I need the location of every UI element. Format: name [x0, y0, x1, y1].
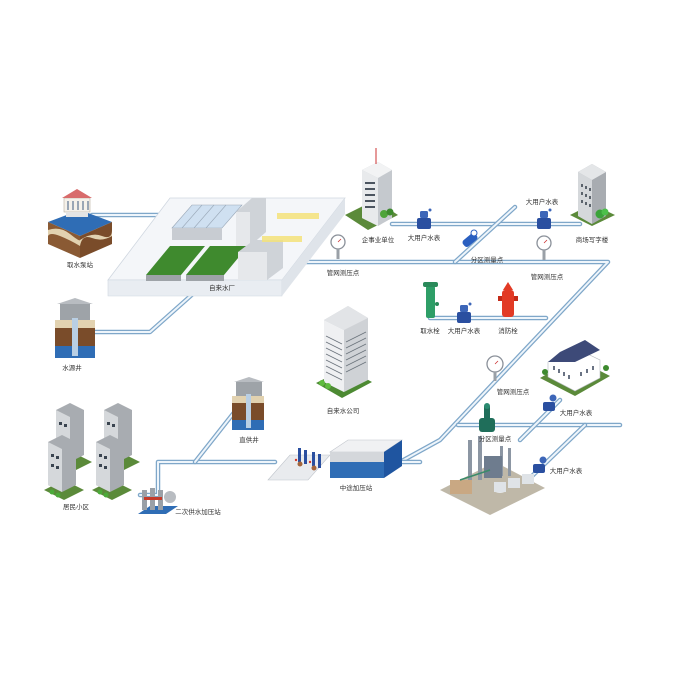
tower-building-icon — [570, 164, 615, 226]
pipe-well-to-plant — [77, 289, 198, 335]
residential-community[interactable]: 居民小区 — [44, 403, 140, 511]
pressure-gauge-icon — [536, 235, 552, 260]
water-company-label: 自来水公司 — [327, 406, 360, 415]
water-treatment-plant-icon — [107, 197, 346, 297]
zone-point-label: 分区测量点 — [471, 255, 504, 264]
direct-well-label: 直供井 — [239, 435, 259, 444]
zone-point-label: 分区测量点 — [479, 434, 512, 443]
large-user-meter-2[interactable]: 大用户水表 — [526, 197, 559, 229]
commercial-label: 商场写字楼 — [576, 235, 609, 244]
pump-unit-icon — [138, 488, 178, 514]
flow-meter-icon — [462, 229, 478, 247]
meter-label: 大用户水表 — [560, 408, 593, 417]
residential-label: 居民小区 — [63, 502, 90, 511]
fire-hydrant-icon — [498, 282, 518, 317]
pressure-gauge-icon — [486, 355, 504, 381]
water-meter-icon — [533, 456, 547, 473]
pressure-point-label: 管网测压点 — [531, 272, 564, 281]
intake-pump-station-label: 取水泵站 — [67, 260, 94, 269]
commercial-building[interactable]: 商场写字楼 — [570, 164, 615, 244]
booster-station-label: 中途加压站 — [340, 483, 373, 492]
large-user-meter-1[interactable]: 大用户水表 — [408, 208, 441, 243]
large-user-meter-4[interactable]: 大用户水表 — [543, 394, 593, 418]
pressure-gauge-icon — [330, 234, 346, 259]
pipe-main-trunk — [287, 259, 611, 465]
intake-pump-station[interactable]: 取水泵站 — [48, 189, 112, 269]
large-user-meter-5[interactable]: 大用户水表 — [533, 456, 583, 476]
zone-measure-point-1[interactable]: 分区测量点 — [461, 229, 504, 264]
pump-station-icon — [48, 189, 112, 258]
pressure-point-label: 管网测压点 — [497, 387, 530, 396]
office-building-icon — [345, 148, 398, 230]
campus-building-icon — [540, 340, 610, 396]
residential-buildings-icon — [44, 403, 140, 500]
intake-hydrant[interactable]: 取水栓 — [420, 282, 440, 335]
water-company[interactable]: 自来水公司 — [316, 306, 372, 415]
well-icon — [232, 377, 264, 430]
pressure-point-3[interactable]: 管网测压点 — [486, 355, 530, 396]
intake-hydrant-label: 取水栓 — [420, 326, 440, 335]
zone-measure-point-2[interactable]: 分区测量点 — [479, 403, 512, 443]
pressure-point-label: 管网测压点 — [327, 268, 360, 277]
source-well-label: 水源井 — [62, 363, 82, 372]
secondary-supply-label: 二次供水加压站 — [175, 507, 221, 516]
pipe-diagonal-branch — [452, 204, 518, 265]
water-meter-icon — [537, 208, 552, 229]
factory[interactable] — [440, 436, 545, 515]
campus-building[interactable] — [540, 340, 610, 396]
highrise-building-icon — [316, 306, 372, 398]
booster-station[interactable]: 中途加压站 — [267, 439, 403, 492]
pipe-network — [77, 204, 623, 498]
enterprise-label: 企事业单位 — [362, 235, 395, 244]
meter-label: 大用户水表 — [448, 326, 481, 335]
intake-hydrant-icon — [423, 282, 439, 318]
well-icon — [55, 298, 95, 358]
direct-supply-well[interactable]: 直供井 — [232, 377, 264, 444]
source-well[interactable]: 水源井 — [55, 298, 95, 372]
water-treatment-plant[interactable]: 自来水厂 — [107, 197, 346, 297]
large-user-meter-3[interactable]: 大用户水表 — [448, 302, 481, 336]
flow-meter-icon — [479, 403, 495, 432]
water-meter-icon — [417, 208, 432, 229]
water-meter-icon — [457, 302, 472, 323]
pipe-booster-to-residential — [137, 459, 278, 498]
fire-hydrant[interactable]: 消防栓 — [498, 282, 518, 335]
water-meter-icon — [543, 394, 557, 411]
pressure-point-2[interactable]: 管网测压点 — [531, 235, 564, 281]
pressure-point-1[interactable]: 管网测压点 — [327, 234, 360, 277]
factory-icon — [440, 436, 545, 515]
fire-hydrant-label: 消防栓 — [498, 326, 518, 335]
meter-label: 大用户水表 — [550, 466, 583, 475]
booster-station-icon — [267, 439, 403, 481]
meter-label: 大用户水表 — [526, 197, 559, 206]
meter-label: 大用户水表 — [408, 233, 441, 242]
secondary-supply-station[interactable]: 二次供水加压站 — [138, 488, 221, 516]
water-plant-label: 自来水厂 — [209, 283, 236, 292]
enterprise[interactable]: 企事业单位 — [345, 148, 398, 244]
